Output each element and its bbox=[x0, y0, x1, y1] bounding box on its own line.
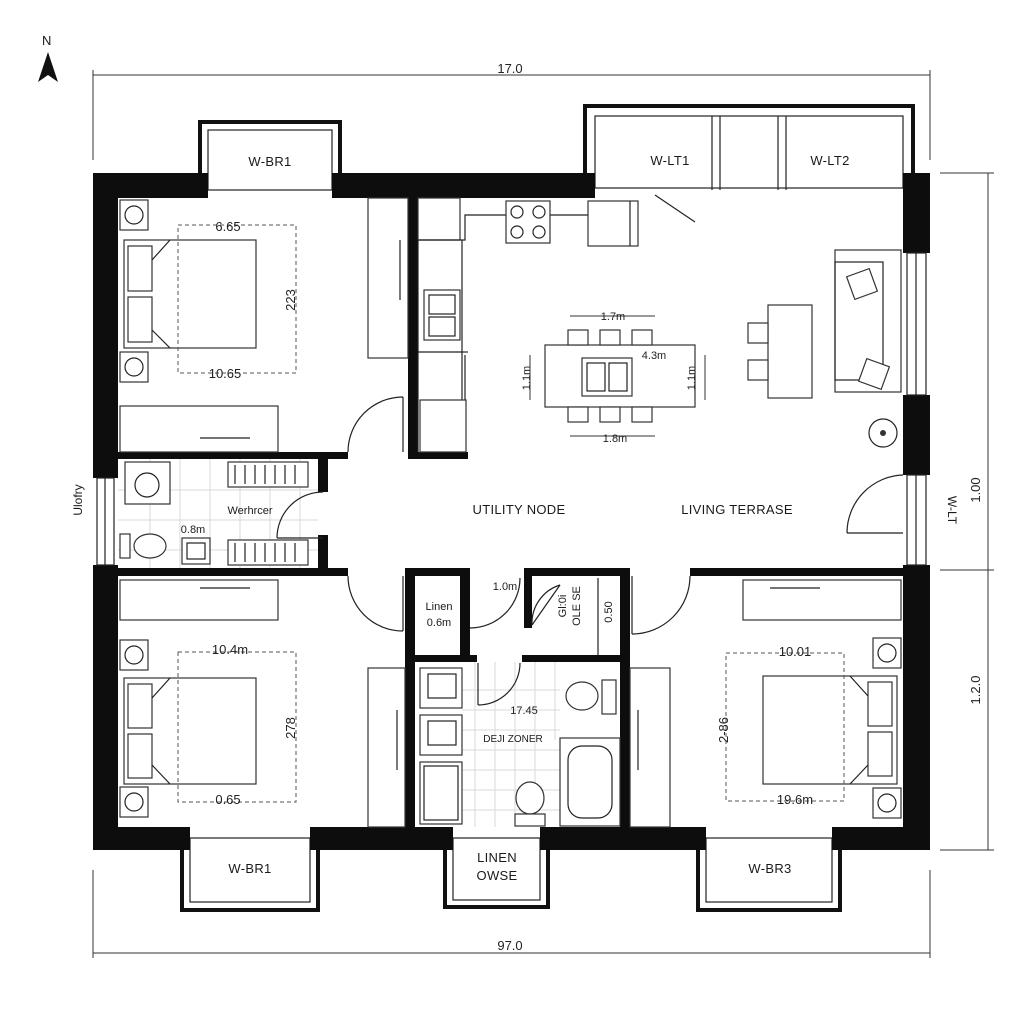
washer-label: Werhrcer bbox=[227, 505, 272, 517]
island-sink bbox=[581, 357, 633, 397]
window-top-left-label: W-BR1 bbox=[248, 154, 291, 169]
bedroom-tl-dim-right: 223 bbox=[283, 289, 298, 311]
living-terrace-label: LIVING TERRASE bbox=[681, 502, 793, 517]
bedroom-bottom-right: 10.01 2-86 19.6m bbox=[629, 579, 902, 828]
dining-dim-right: 1.1m bbox=[686, 366, 698, 390]
bedroom-top-left: 6.65 223 10.65 bbox=[119, 197, 409, 453]
bedroom-br-dim-left: 2-86 bbox=[716, 717, 731, 743]
nightstand bbox=[872, 637, 902, 669]
dim-right-upper-label: 1.00 bbox=[968, 477, 983, 502]
bedroom-br-dim-top: 10.01 bbox=[779, 644, 812, 659]
bedroom-bl-dim-top: 10.4m bbox=[212, 642, 248, 657]
sink bbox=[181, 537, 211, 565]
closet bbox=[367, 197, 409, 359]
wardrobe bbox=[119, 405, 279, 453]
dining-dim-top-right: 4.3m bbox=[642, 350, 666, 362]
nightstand bbox=[872, 787, 902, 819]
toilet bbox=[133, 533, 167, 559]
hall-dim: 1.0m bbox=[493, 581, 517, 593]
bedroom-bl-dim-bottom: 0.65 bbox=[215, 792, 240, 807]
bathtub bbox=[559, 737, 621, 827]
dining-dim-left: 1.1m bbox=[521, 366, 533, 390]
shower bbox=[419, 761, 463, 825]
plant bbox=[868, 418, 898, 448]
interior-walls bbox=[118, 198, 903, 827]
bedroom-tl-dim-top: 6.65 bbox=[215, 219, 240, 234]
dim-right-lower-label: 1.2.0 bbox=[968, 676, 983, 705]
living-door-leaf bbox=[654, 194, 696, 223]
linen-dim: 0.6m bbox=[427, 617, 451, 629]
dining-area: 1.7m 4.3m 1.1m 1.1m 1.8m bbox=[521, 311, 706, 445]
washer bbox=[124, 461, 171, 505]
right-window-label: W-LT bbox=[945, 496, 959, 525]
laundry-door-swing bbox=[276, 491, 324, 539]
nightstand bbox=[119, 639, 149, 671]
kitchen bbox=[417, 194, 696, 453]
bedroom-br-dim-bottom: 19.6m bbox=[777, 792, 813, 807]
left-window-label: Ulofry bbox=[71, 484, 85, 515]
bath-tiles bbox=[462, 662, 560, 827]
window-bottom-right-label: W-BR3 bbox=[748, 861, 791, 876]
closet bbox=[629, 667, 671, 828]
laundry-room: Werhrcer 0.8m bbox=[118, 459, 324, 568]
window-top-left: W-BR1 bbox=[198, 120, 342, 191]
north-label: N bbox=[42, 33, 51, 48]
bedroom-bl-dim-right: 278 bbox=[283, 717, 298, 739]
shelf-bottom bbox=[227, 539, 309, 566]
dimension-bottom: 97.0 bbox=[92, 870, 931, 958]
window-lt1-label: W-LT1 bbox=[650, 153, 689, 168]
kitchen-sink bbox=[423, 289, 461, 341]
bathroom: 17.45 DEJI ZONER bbox=[419, 662, 621, 827]
utility-node-label: UTILITY NODE bbox=[473, 502, 566, 517]
window-bottom-right: W-BR3 bbox=[696, 837, 842, 912]
terrace-door-swing bbox=[846, 474, 904, 534]
window-linen-label-2: OWSE bbox=[477, 868, 518, 883]
linen-label: Linen bbox=[426, 601, 453, 613]
window-bottom-left: W-BR1 bbox=[180, 837, 320, 912]
window-bottom-linen: LINEN OWSE bbox=[443, 837, 550, 909]
living-room bbox=[747, 249, 904, 534]
coffee-table bbox=[767, 304, 813, 399]
washer-dim: 0.8m bbox=[181, 524, 205, 536]
bedroom-tl-dim-bottom: 10.65 bbox=[209, 366, 242, 381]
dim-top-label: 17.0 bbox=[497, 61, 522, 76]
north-arrow-icon bbox=[38, 52, 58, 82]
oven bbox=[419, 399, 467, 453]
nightstand bbox=[119, 351, 149, 383]
dining-dim-top: 1.7m bbox=[601, 311, 625, 323]
toilet bbox=[515, 781, 545, 815]
nightstand bbox=[119, 786, 149, 818]
bath-sink-2 bbox=[419, 714, 463, 756]
bath-zone-label: DEJI ZONER bbox=[483, 734, 542, 745]
window-linen-label-1: LINEN bbox=[477, 850, 517, 865]
closet-label-2: OLE SE bbox=[571, 586, 583, 626]
bath-sink-1 bbox=[419, 667, 463, 709]
bath-dim: 17.45 bbox=[510, 705, 538, 717]
bedroom-door-swing bbox=[347, 396, 404, 453]
closet bbox=[367, 667, 406, 828]
linen-closet: Linen 0.6m 1.0m Gl:0i OLE SE 0.50 bbox=[347, 575, 691, 655]
nightstand bbox=[119, 199, 149, 231]
bedroom-bottom-left: 10.4m 278 0.65 bbox=[119, 579, 406, 828]
north-arrow: N bbox=[38, 33, 58, 82]
window-lt2-label: W-LT2 bbox=[810, 153, 849, 168]
window-top-living: W-LT1 W-LT2 bbox=[583, 104, 915, 190]
window-bottom-left-label: W-BR1 bbox=[228, 861, 271, 876]
closet-dim: 0.50 bbox=[603, 601, 615, 622]
wardrobe bbox=[742, 579, 902, 621]
dining-dim-bottom: 1.8m bbox=[603, 433, 627, 445]
exterior-walls bbox=[93, 173, 930, 850]
shelf-top bbox=[227, 461, 309, 488]
wardrobe bbox=[119, 579, 279, 621]
closet-label-1: Gl:0i bbox=[557, 595, 569, 618]
dimension-right: 1.00 1.2.0 bbox=[940, 172, 994, 851]
dimension-top: 17.0 bbox=[92, 61, 931, 160]
toilet bbox=[565, 681, 599, 711]
dim-bottom-label: 97.0 bbox=[497, 938, 522, 953]
